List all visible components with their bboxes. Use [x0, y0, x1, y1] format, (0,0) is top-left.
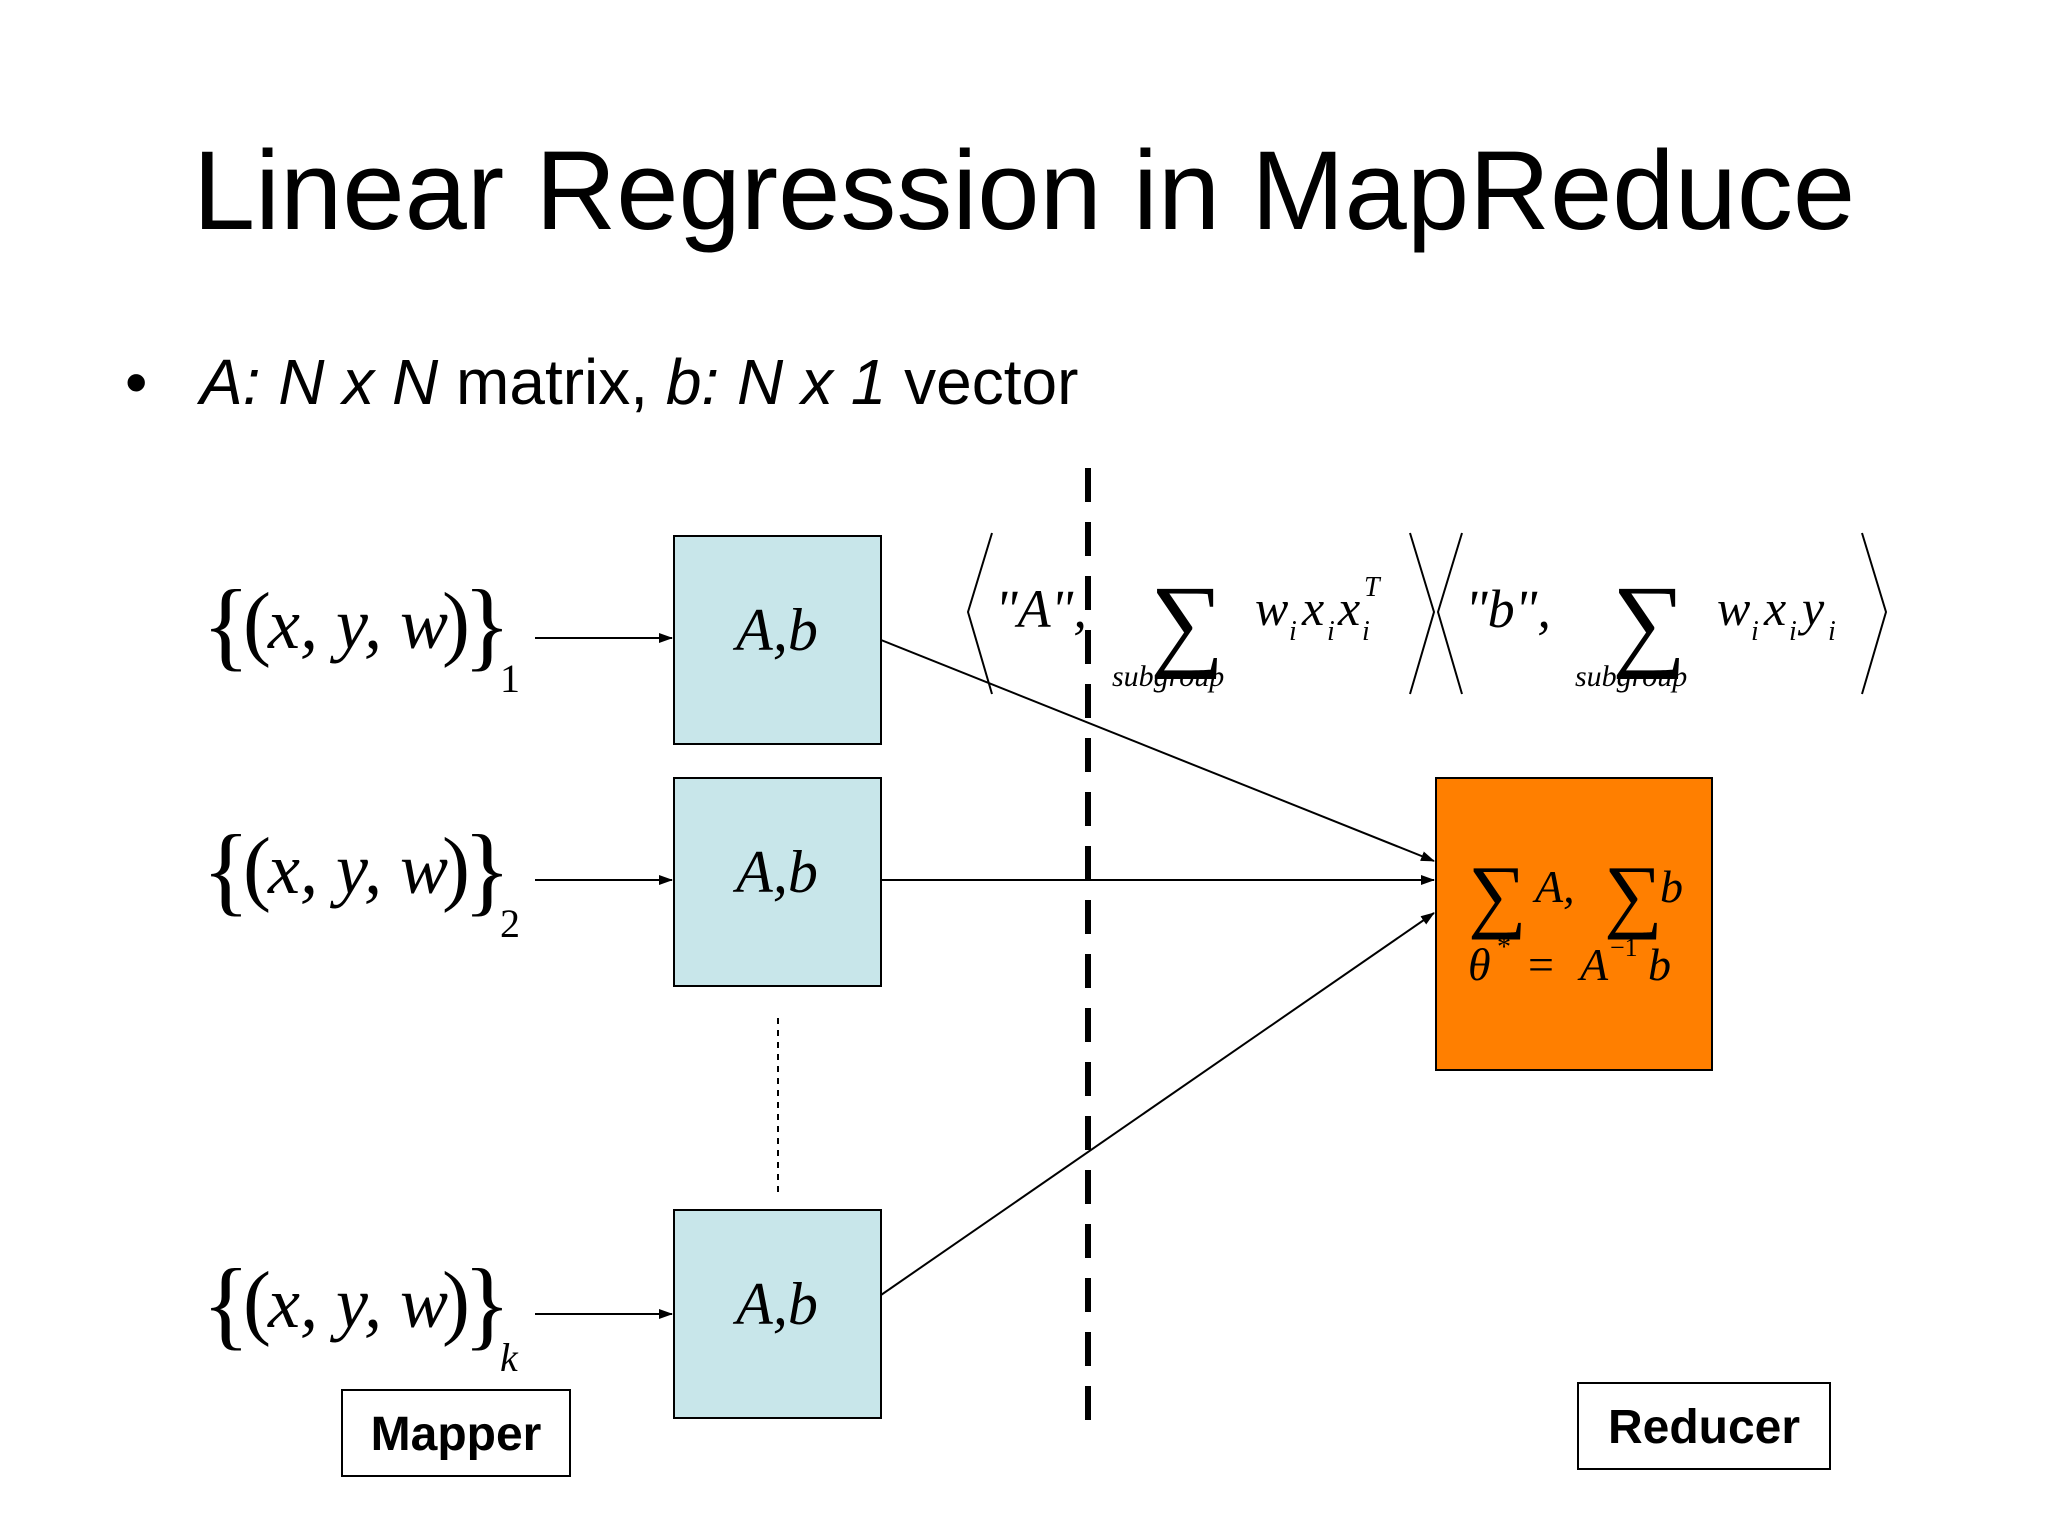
reducer-sum-a-symbol: ∑	[1468, 849, 1526, 940]
input-2-brace-open: {	[202, 814, 250, 925]
bullet-item: •A: N x N matrix, b: N x 1 vector	[125, 350, 1078, 414]
mapper-box-k	[673, 1209, 882, 1419]
mapper-1-to-reducer-arrow	[880, 639, 1435, 862]
input-2-brace-close: }	[463, 814, 511, 925]
emit-b-w-subscript: i	[1751, 616, 1759, 647]
mapper-box-1-label: A,b	[732, 597, 818, 663]
input-k-set: x, y, w	[267, 1263, 448, 1343]
bullet-text-a: A: N x N	[200, 346, 439, 418]
input-2-set: x, y, w	[267, 829, 448, 909]
input-set-2: { ( x, y, w ) } 2	[202, 814, 520, 946]
mapper-label-box	[341, 1389, 571, 1477]
input-1-paren-close: )	[442, 576, 470, 669]
emit-a-w: w	[1255, 580, 1288, 636]
reducer-sum-b-term: b	[1660, 861, 1683, 912]
input-k-subscript: k	[500, 1335, 519, 1380]
input-k-brace-open: {	[202, 1248, 250, 1359]
emit-a-xt: x	[1337, 580, 1360, 636]
input-k-brace-close: }	[463, 1248, 511, 1359]
emit-a-xt-superscript: T	[1364, 572, 1382, 603]
mapper-box-k-label: A,b	[732, 1271, 818, 1337]
mapper-box-2-label: A,b	[732, 839, 818, 905]
emit-a-angle-open	[966, 532, 993, 695]
emit-b-sum-symbol: ∑	[1612, 565, 1686, 680]
emit-b-sum-subscript: subgroup	[1575, 660, 1687, 693]
reducer-equals: =	[1528, 939, 1554, 990]
input-2-paren-open: (	[243, 821, 271, 914]
emit-b-angle-close	[1861, 532, 1888, 695]
reducer-rhs-superscript: −1	[1610, 933, 1638, 962]
input-set-k: { ( x, y, w ) } k	[202, 1248, 519, 1380]
emit-b-x: x	[1763, 580, 1786, 636]
input-1-brace-open: {	[202, 569, 250, 680]
reducer-sum-b-symbol: ∑	[1604, 849, 1662, 940]
bullet-text-matrix: matrix,	[438, 346, 666, 418]
bullet-dot: •	[125, 346, 148, 418]
reducer-box	[1435, 777, 1713, 1071]
emit-a-key: "A",	[995, 579, 1087, 639]
emit-a-sum-symbol: ∑	[1150, 565, 1224, 680]
input-k-paren-close: )	[442, 1255, 470, 1348]
input-k-paren-open: (	[243, 1255, 271, 1348]
emit-b-x-subscript: i	[1789, 616, 1797, 647]
emit-a-w-subscript: i	[1289, 616, 1297, 647]
mapper-k-to-reducer-arrow	[880, 912, 1435, 1296]
input-1-subscript: 1	[500, 656, 520, 701]
input-1-brace-close: }	[463, 569, 511, 680]
reducer-formula: ∑ A, ∑ b θ * = A −1 b	[1468, 849, 1683, 990]
reducer-rhs-b: b	[1648, 939, 1671, 990]
reducer-theta: θ	[1468, 939, 1491, 990]
emit-a-angle-close	[1409, 532, 1436, 695]
emit-b-y: y	[1797, 580, 1825, 636]
mapper-box-1	[673, 535, 882, 745]
emit-b-angle-open	[1436, 532, 1463, 695]
mapper-box-2	[673, 777, 882, 987]
mapper-label: Mapper	[371, 1408, 542, 1461]
emit-a-sum-subscript: subgroup	[1112, 660, 1224, 693]
emit-a-x-subscript: i	[1327, 616, 1335, 647]
emit-b-w: w	[1717, 580, 1750, 636]
emit-pair-b: "b", ∑ subgroup w i x i y i	[1436, 532, 1888, 695]
input-set-1: { ( x, y, w ) } 1	[202, 569, 520, 701]
emit-a-xt-subscript: i	[1362, 616, 1370, 647]
reducer-theta-superscript: *	[1497, 932, 1511, 963]
input-1-set: x, y, w	[267, 584, 448, 664]
emit-b-key: "b",	[1465, 579, 1551, 639]
reducer-label: Reducer	[1608, 1401, 1800, 1454]
emit-pair-a: "A", ∑ subgroup w i x i x i T	[966, 532, 1436, 695]
input-2-paren-close: )	[442, 821, 470, 914]
emit-b-y-subscript: i	[1828, 616, 1836, 647]
slide-title: Linear Regression in MapReduce	[192, 128, 1856, 253]
emit-a-x: x	[1301, 580, 1324, 636]
input-2-subscript: 2	[500, 901, 520, 946]
reducer-rhs-a: A	[1577, 939, 1609, 990]
reducer-label-box	[1577, 1382, 1831, 1470]
reducer-sum-a-term: A,	[1532, 861, 1575, 912]
bullet-text-b: b: N x 1	[665, 346, 887, 418]
bullet-text-vector: vector	[886, 346, 1079, 418]
input-1-paren-open: (	[243, 576, 271, 669]
